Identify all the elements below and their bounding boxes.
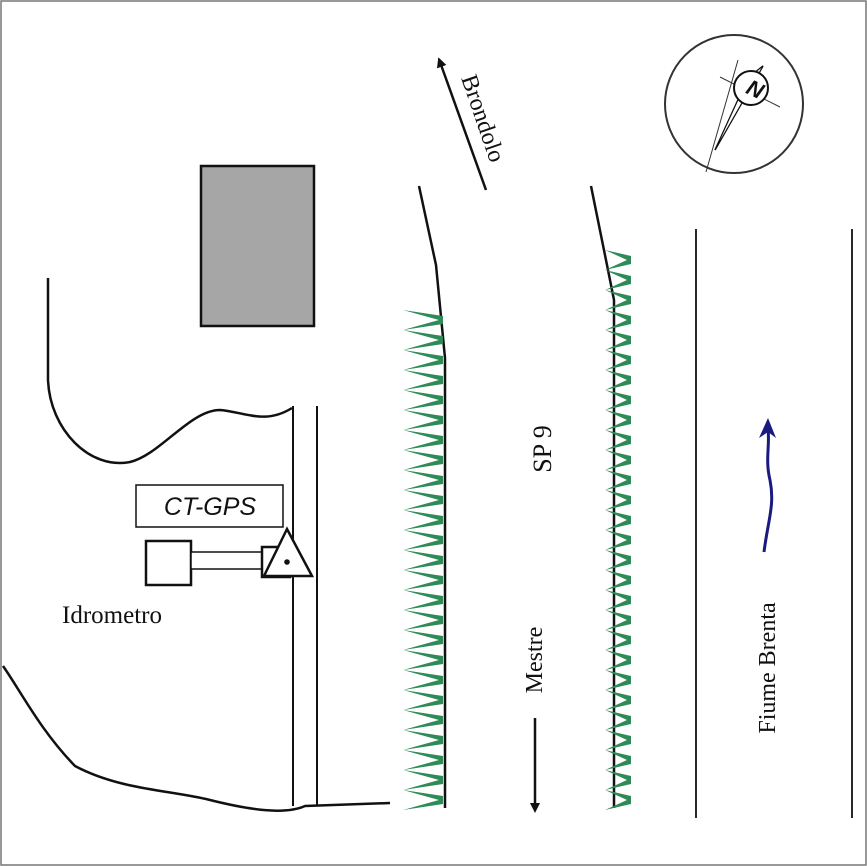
tree-symbol: [605, 510, 631, 530]
brondolo-arrow: [436, 57, 488, 191]
tree-symbol: [403, 610, 443, 630]
tree-symbol: [605, 590, 631, 610]
tree-symbol: [403, 430, 443, 450]
tree-symbol: [403, 630, 443, 650]
tree-symbol: [605, 250, 631, 270]
tree-symbol: [403, 330, 443, 350]
tree-symbol: [605, 290, 631, 310]
tree-symbol: [605, 710, 631, 730]
tree-symbol: [403, 370, 443, 390]
road-label: SP 9: [528, 425, 557, 472]
tree-symbol: [403, 410, 443, 430]
tree-symbol: [403, 350, 443, 370]
tree-symbol: [605, 730, 631, 750]
gps-point-icon: [284, 559, 290, 565]
shoreline-upper: [46, 278, 293, 465]
tree-symbol: [605, 310, 631, 330]
tree-symbol: [605, 350, 631, 370]
gauge-label: Idrometro: [62, 602, 162, 629]
tree-symbol: [403, 550, 443, 570]
tree-symbol: [403, 490, 443, 510]
road-edge-right: [589, 185, 616, 808]
gauge-connector: [190, 551, 264, 570]
river-label: Fiume Brenta: [755, 602, 781, 734]
tree-symbol: [605, 530, 631, 550]
tree-symbol: [403, 730, 443, 750]
tree-row-right: [605, 250, 631, 810]
tree-symbol: [403, 390, 443, 410]
tree-symbol: [605, 610, 631, 630]
mestre-label: Mestre: [522, 627, 548, 694]
station-label: CT-GPS: [164, 493, 256, 521]
tree-symbol: [605, 470, 631, 490]
tree-symbol: [403, 590, 443, 610]
tree-symbol: [605, 770, 631, 790]
river-flow-arrowhead: [759, 418, 776, 438]
gauge-box: [144, 539, 193, 587]
tree-row-left: [403, 310, 443, 810]
tree-symbol: [605, 670, 631, 690]
tree-symbol: [403, 650, 443, 670]
tree-symbol: [403, 510, 443, 530]
tree-symbol: [605, 390, 631, 410]
tree-symbol: [403, 770, 443, 790]
tree-symbol: [605, 690, 631, 710]
tree-symbol: [403, 310, 443, 330]
tree-symbol: [605, 650, 631, 670]
tree-symbol: [605, 490, 631, 510]
tree-symbol: [605, 270, 631, 290]
tree-symbol: [403, 450, 443, 470]
brondolo-label: Brondolo: [455, 71, 509, 165]
river-flow-arrow: [762, 429, 774, 553]
tree-symbol: [605, 550, 631, 570]
tree-symbol: [605, 410, 631, 430]
tree-symbol: [403, 790, 443, 810]
station-label-box: [135, 484, 284, 528]
tree-symbol: [403, 750, 443, 770]
tree-symbol: [605, 430, 631, 450]
shoreline-lower: [1, 665, 391, 812]
tree-symbol: [403, 470, 443, 490]
tree-symbol: [605, 750, 631, 770]
tree-symbol: [605, 790, 631, 810]
gps-triangle-icon: [261, 526, 315, 578]
tree-symbol: [403, 670, 443, 690]
tree-symbol: [605, 450, 631, 470]
tree-symbol: [605, 570, 631, 590]
tree-symbol: [403, 710, 443, 730]
tree-symbol: [605, 330, 631, 350]
tree-symbol: [403, 690, 443, 710]
road-edge-left: [417, 185, 447, 808]
north-arrow-compass-icon: N: [664, 34, 804, 174]
tree-symbol: [605, 370, 631, 390]
building: [199, 164, 316, 328]
tree-symbol: [605, 630, 631, 650]
tree-symbol: [403, 530, 443, 550]
tree-symbol: [403, 570, 443, 590]
